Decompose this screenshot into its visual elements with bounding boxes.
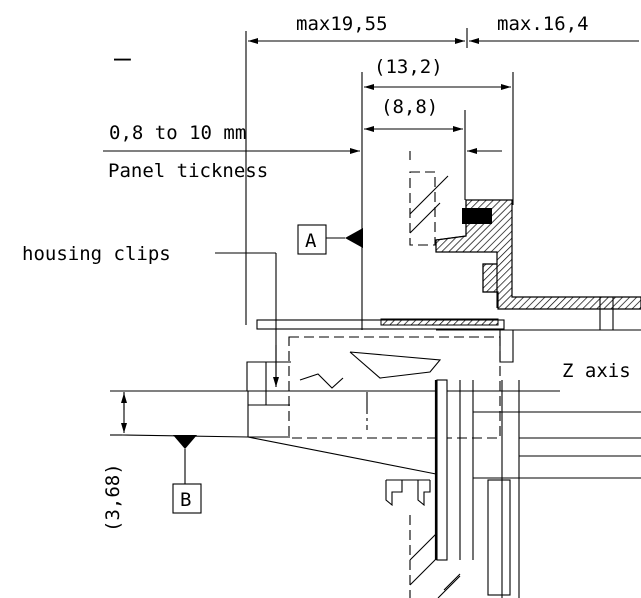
connector-body [120, 171, 641, 598]
datum-a-letter: A [305, 230, 317, 252]
z-axis-label: Z axis [562, 360, 631, 382]
datum-b-letter: B [180, 489, 191, 511]
dash-mark: – [114, 41, 131, 74]
dimension-max-19-55: max19,55 [296, 13, 388, 35]
dimension-max-16-4: max.16,4 [497, 13, 589, 35]
dimension-3-68: (3,68) [102, 463, 124, 532]
housing-clips-label: housing clips [22, 243, 171, 265]
dimension-13-2: (13,2) [374, 56, 443, 78]
panel-thickness-caption: Panel tickness [108, 160, 268, 182]
datum-b: B [172, 435, 202, 514]
dimension-8-8: (8,8) [381, 96, 438, 118]
dimension-3-68-lines [110, 390, 140, 436]
datum-a: A [297, 224, 363, 255]
panel-thickness-range: 0,8 to 10 mm [109, 122, 246, 144]
dimension-lines [103, 28, 639, 330]
